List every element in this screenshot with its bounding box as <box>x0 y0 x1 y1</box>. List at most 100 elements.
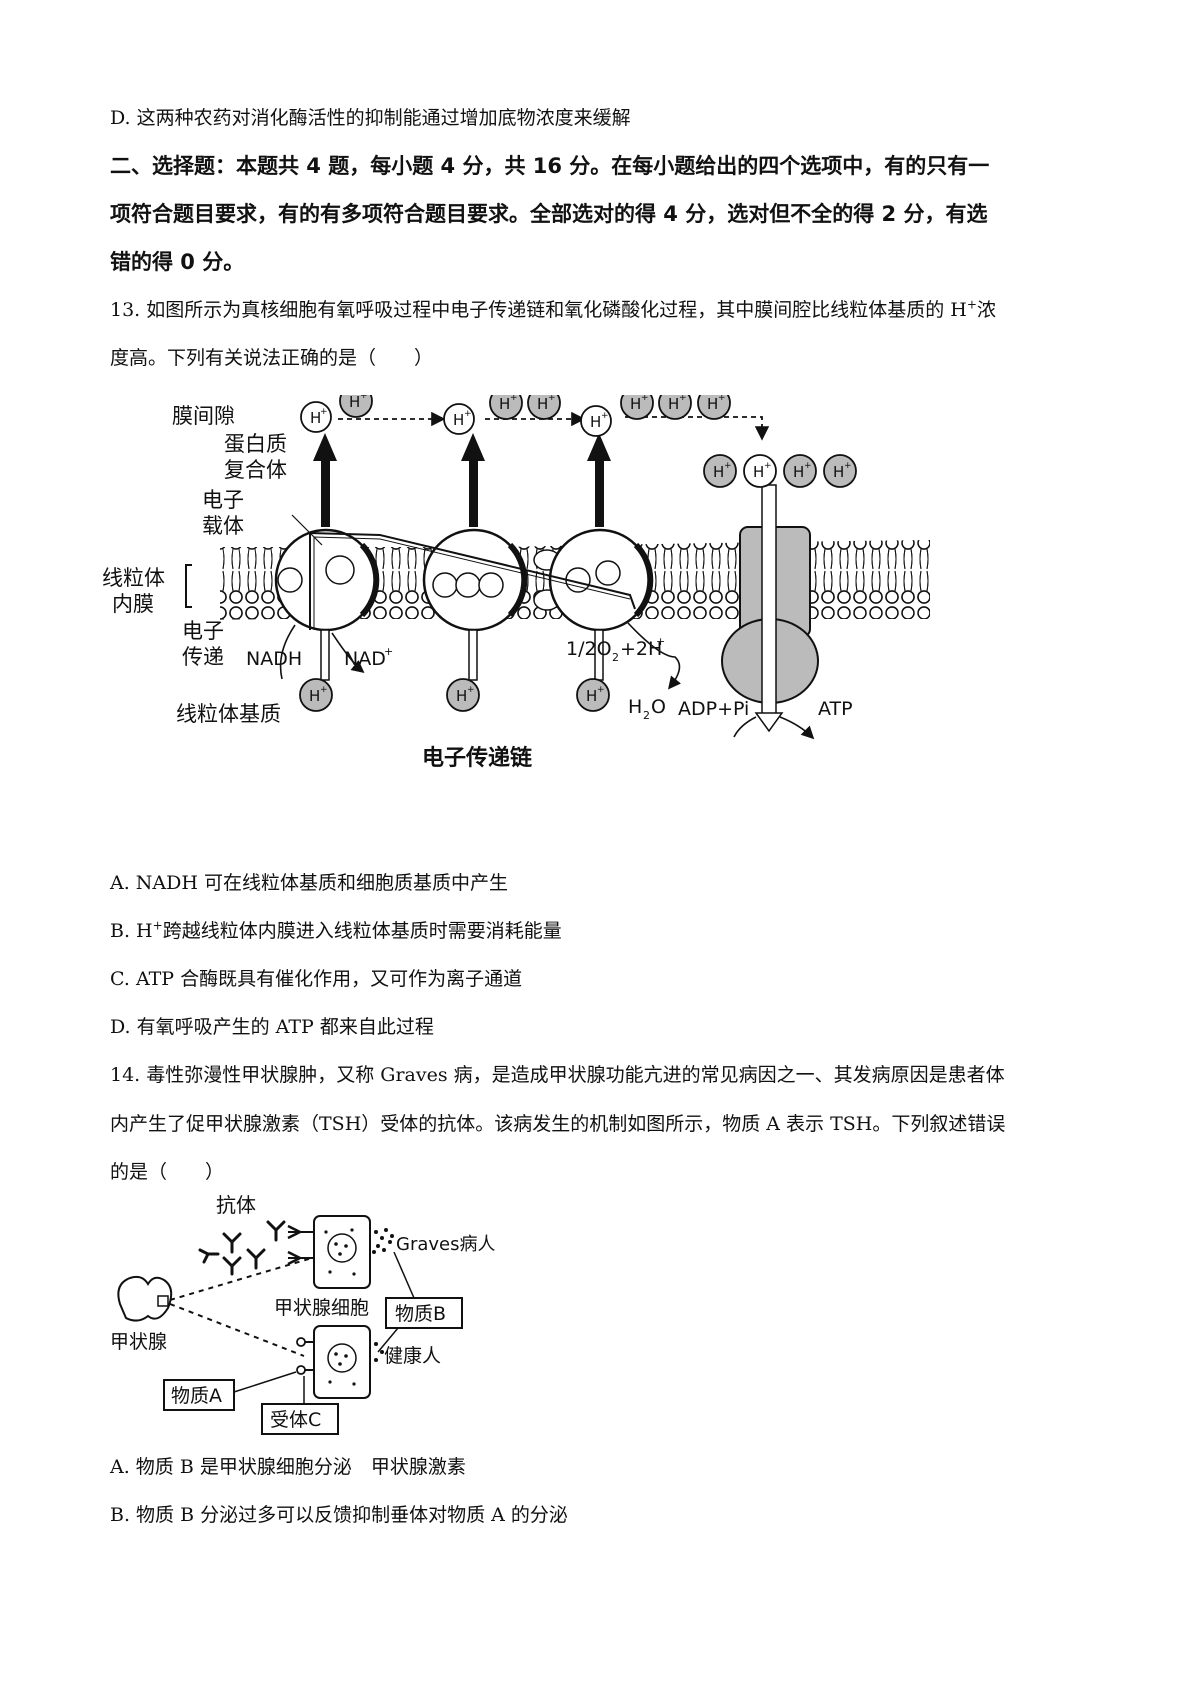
svg-text:H: H <box>537 395 548 413</box>
proton-ion: H+ <box>743 454 777 488</box>
label-receptor-c: 受体C <box>270 1409 321 1431</box>
label-protein-complex-line1: 蛋白质 <box>224 432 287 456</box>
antibody-icon <box>222 1256 242 1276</box>
protein-complex-3 <box>548 528 654 632</box>
q13-stem-text-b: 浓 <box>976 299 996 321</box>
antibody-icon <box>198 1248 220 1264</box>
proton-ion: H+ <box>580 405 612 437</box>
antibody-icon <box>222 1232 242 1254</box>
label-electron-transfer-line2: 传递 <box>182 645 224 669</box>
proton-ions: H+ H+ H+ H+ H+ H+ H+ H+ H+ H+ H+ H+ H+ H… <box>299 395 857 712</box>
hormone-dots-healthy <box>374 1342 384 1362</box>
proton-ion: H+ <box>300 401 332 433</box>
q13-stem-sup: + <box>966 297 977 312</box>
dashed-link-to-healthy-cell <box>169 1303 305 1357</box>
svg-text:H: H <box>310 409 321 427</box>
section-heading-line3: 错的得 0 分。 <box>110 250 245 274</box>
q13-stem-text-a: 13. 如图所示为真核细胞有氧呼吸过程中电子传递链和氧化磷酸化过程，其中膜间腔比… <box>110 299 967 321</box>
q14-stem-line3: 的是（ ） <box>110 1161 225 1183</box>
label-inner-membrane-line1: 线粒体 <box>102 566 165 590</box>
dashed-link-to-graves-cell <box>169 1257 313 1301</box>
q13-option-d: D. 有氧呼吸产生的 ATP 都来自此过程 <box>110 1012 434 1039</box>
proton-flow-dashed-arrows <box>338 411 770 441</box>
proton-ion: H+ <box>576 678 610 712</box>
proton-ion: H+ <box>703 454 737 488</box>
svg-text:+: + <box>548 395 556 403</box>
label-plus-2h: +2H <box>620 638 662 660</box>
q14-option-a: A. 物质 B 是甲状腺细胞分泌 甲状腺激素 <box>110 1456 466 1478</box>
label-water-o: O <box>651 696 666 718</box>
label-water-subscript: 2 <box>643 709 650 722</box>
substance-b-box <box>385 1297 463 1329</box>
graves-mechanism-figure: 抗体 Graves病人 甲状腺细胞 甲状腺 健康人 物 <box>110 1193 495 1435</box>
electron-path <box>309 531 636 630</box>
antibody-icons <box>198 1220 286 1276</box>
q13-option-b-text-b: 跨越线粒体内膜进入线粒体基质时需要消耗能量 <box>162 920 562 942</box>
membrane-bracket <box>185 564 192 608</box>
label-substance-a: 物质A <box>171 1385 222 1407</box>
proton-ion: H+ <box>339 395 373 418</box>
complex-2-stem <box>468 629 478 681</box>
protein-complex-2 <box>422 528 528 632</box>
label-substance-b: 物质B <box>395 1303 446 1325</box>
svg-text:H: H <box>793 463 804 481</box>
substance-a-leader <box>233 1371 297 1393</box>
electron-transport-chain-figure: H+ H+ H+ H+ H+ H+ H+ H+ H+ H+ H+ H+ H+ H… <box>102 395 930 771</box>
svg-text:+: + <box>510 395 518 403</box>
proton-ion: H+ <box>443 403 475 435</box>
label-mitochondrial-matrix: 线粒体基质 <box>176 702 281 726</box>
proton-ion: H+ <box>446 678 480 712</box>
svg-text:H: H <box>707 395 718 413</box>
svg-text:+: + <box>724 461 732 471</box>
antibody-icon <box>246 1248 266 1270</box>
label-electron-carrier-line1: 电子 <box>202 488 244 512</box>
section-heading-line2: 项符合题目要求，有的有多项符合题目要求。全部选对的得 4 分，选对但不全的得 2… <box>110 202 988 226</box>
carrier-leader-line <box>291 514 323 546</box>
q13-option-a: A. NADH 可在线粒体基质和细胞质基质中产生 <box>110 868 508 895</box>
svg-text:H: H <box>833 463 844 481</box>
proton-ion: H+ <box>783 454 817 488</box>
label-thyroid-cell: 甲状腺细胞 <box>274 1297 369 1319</box>
q13-stem-line1: 13. 如图所示为真核细胞有氧呼吸过程中电子传递链和氧化磷酸化过程，其中膜间腔比… <box>110 295 996 322</box>
figure-caption: 电子传递链 <box>422 745 532 771</box>
svg-text:+: + <box>718 395 726 403</box>
reaction-arrows <box>279 622 815 740</box>
svg-text:H: H <box>590 413 601 431</box>
svg-text:+: + <box>320 407 328 417</box>
label-nad: NAD <box>344 648 386 670</box>
svg-text:+: + <box>320 685 328 695</box>
section-heading-line1: 二、选择题：本题共 4 题，每小题 4 分，共 16 分。在每小题给出的四个选项… <box>110 154 990 178</box>
label-water: H <box>628 696 642 718</box>
proton-pump-arrows <box>313 433 611 527</box>
label-thyroid: 甲状腺 <box>110 1331 167 1353</box>
svg-text:H: H <box>668 395 679 413</box>
label-healthy-person: 健康人 <box>384 1345 441 1367</box>
substance-b-leader-bottom <box>377 1327 399 1353</box>
q13-stem-line2: 度高。下列有关说法正确的是（ ） <box>110 347 434 369</box>
label-graves-patient: Graves病人 <box>396 1234 495 1255</box>
receptor-c-box <box>261 1403 339 1435</box>
q13-option-d-text: D. 有氧呼吸产生的 ATP 都来自此过程 <box>110 1016 434 1038</box>
q13-option-c: C. ATP 合酶既具有催化作用，又可作为离子通道 <box>110 964 522 991</box>
proton-ion: H+ <box>620 395 654 420</box>
proton-ion: H+ <box>489 395 523 420</box>
substance-b-leader-top <box>393 1251 415 1299</box>
proton-ion: H+ <box>697 395 731 420</box>
svg-text:+: + <box>764 461 772 471</box>
label-oxygen: 1/2O <box>566 638 612 660</box>
q12-option-d: D. 这两种农药对消化酶活性的抑制能通过增加底物浓度来缓解 <box>110 107 631 129</box>
healthy-thyroid-cell <box>296 1325 371 1399</box>
label-adp-pi: ADP+Pi <box>678 698 749 720</box>
q14-stem-line2: 内产生了促甲状腺激素（TSH）受体的抗体。该病发生的机制如图所示，物质 A 表示… <box>110 1113 1006 1135</box>
label-electron-carrier-line2: 载体 <box>202 514 244 538</box>
svg-text:+: + <box>360 395 368 401</box>
svg-text:H: H <box>456 687 467 705</box>
q13-option-a-text: A. NADH 可在线粒体基质和细胞质基质中产生 <box>110 872 508 894</box>
proton-ion: H+ <box>299 678 333 712</box>
svg-text:+: + <box>601 411 609 421</box>
q13-option-b-text-a: B. H <box>110 920 153 942</box>
svg-text:+: + <box>467 685 475 695</box>
svg-text:+: + <box>597 685 605 695</box>
label-2h-sup: + <box>656 635 665 648</box>
complex-1-stem <box>320 629 330 681</box>
